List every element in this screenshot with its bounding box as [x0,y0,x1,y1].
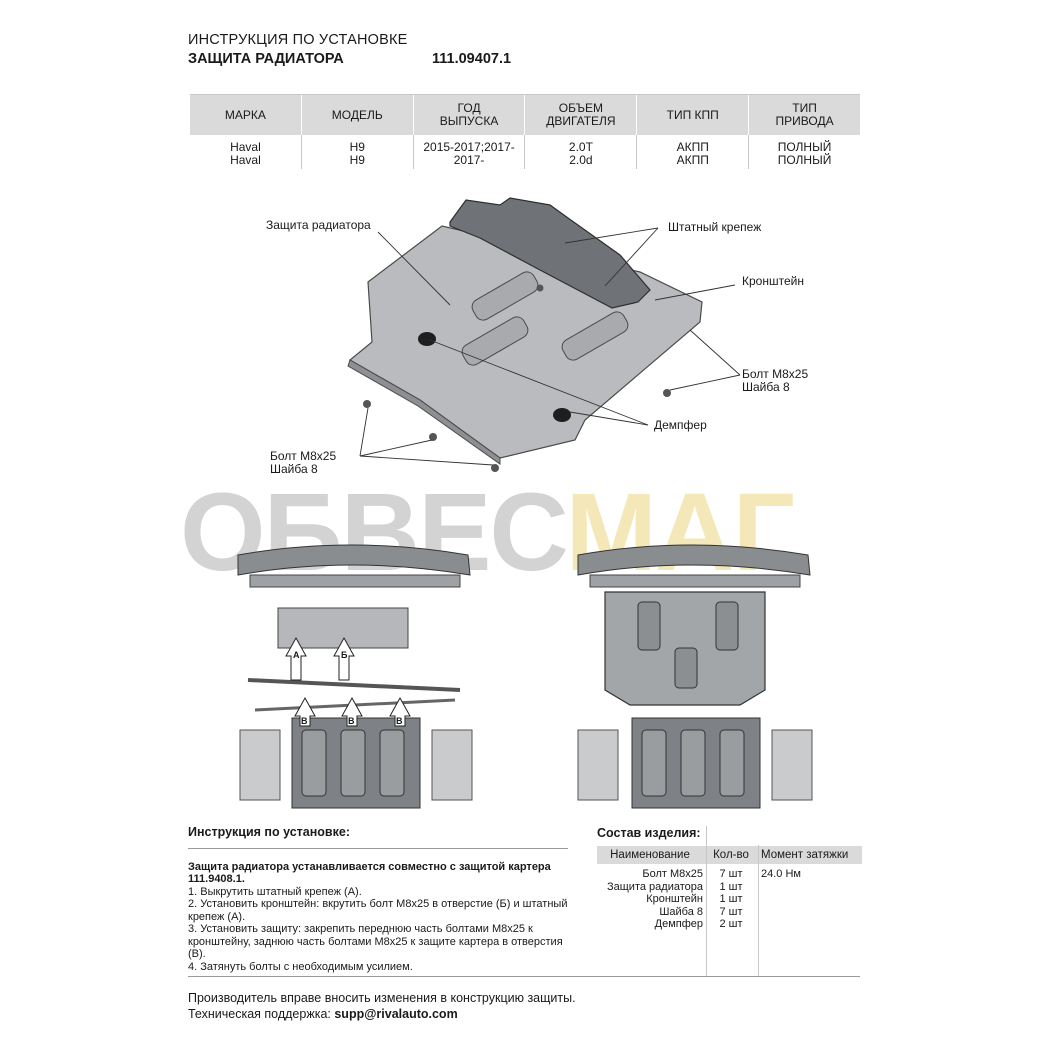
damper-1 [418,332,436,346]
spec-header-cell: ОБЪЕМ ДВИГАТЕЛЯ [525,95,638,135]
document-title: ИНСТРУКЦИЯ ПО УСТАНОВКЕ [188,32,408,48]
marker-b: Б [341,650,348,660]
table-cell: 2.0d [569,153,593,167]
spec-header-cell: ТИП КПП [637,95,750,135]
label-bolt-right: Болт М8х25 [742,367,809,381]
illustration-after [577,544,813,809]
spec-table-header: МАРКА МОДЕЛЬ ГОД ВЫПУСКА ОБЪЕМ ДВИГАТЕЛЯ… [190,94,860,135]
label-bolt-left: Болт М8х25 [270,449,337,463]
table-cell [755,893,862,906]
illustration-before [237,544,473,809]
installation-illustrations [237,544,813,809]
table-cell: 1 шт [719,893,743,905]
table-cell: H9 [349,153,365,167]
label-washer-right: Шайба 8 [742,380,790,394]
table-cell: 2.0T [568,140,593,154]
footer-divider [188,976,860,977]
instruction-step: 4. Затянуть болты с необходимым усилием. [188,960,413,973]
instruction-step: 1. Выкрутить штатный крепеж (А). [188,885,362,898]
table-cell: Болт М8х25 [642,868,703,880]
composition-body: Болт М8х25 7 шт 24.0 Нм Защита радиатора 1 … [597,864,862,931]
label-damper: Демпфер [654,418,707,432]
table-cell [755,918,862,931]
column-divider [758,845,759,976]
table-cell [755,881,862,894]
table-cell: H9 [349,140,365,154]
installation-instructions: Инструкция по установке: Защита радиатор… [188,826,568,973]
vehicle-spec-table: МАРКА МОДЕЛЬ ГОД ВЫПУСКА ОБЪЕМ ДВИГАТЕЛЯ… [190,94,860,169]
label-radiator-guard: Защита радиатора [266,218,371,232]
table-cell: Шайба 8 [659,905,703,918]
product-name: ЗАЩИТА РАДИАТОРА [188,51,344,67]
spec-header-cell: ТИП ПРИВОДА [775,101,834,128]
marker-v-1: В [301,716,308,726]
table-cell: Демпфер [654,918,703,930]
table-row: Защита радиатора 1 шт [597,881,862,894]
support-email-link[interactable]: supp@rivalauto.com [334,1007,458,1021]
watermark: ОБВЕСМАГ [180,478,795,588]
damper-2 [553,408,571,422]
table-cell: 2 шт [719,918,743,930]
table-cell: 7 шт [719,905,743,918]
support-label: Техническая поддержка: [188,1007,331,1021]
exploded-parts-diagram [347,197,741,472]
table-cell: 2017- [453,153,485,167]
spec-header-cell: МОДЕЛЬ [302,95,414,135]
marker-a: А [293,650,300,660]
composition-header: Наименование Кол-во Момент затяжки [597,846,862,864]
table-cell: ПОЛНЫЙ [777,153,832,167]
table-cell: АКПП [676,153,709,167]
spec-header-cell: ГОД ВЫПУСКА [414,95,526,135]
composition-heading: Состав изделия: [597,826,701,840]
leader-lines [359,227,741,466]
spec-header-cell: МАРКА [190,95,302,135]
column-header: Момент затяжки [761,849,849,861]
product-code: 111.09407.1 [432,51,512,67]
table-cell: Кронштейн [646,893,703,905]
instructions-intro: Защита радиатора устанавливается совмест… [188,860,551,886]
table-cell: ПОЛНЫЙ [777,140,832,154]
composition-table: Состав изделия: Наименование Кол-во Моме… [597,826,862,931]
marker-v-2: В [348,716,355,726]
column-divider [706,826,707,976]
bracket-part [449,197,651,309]
footer: Производитель вправе вносить изменения в… [188,990,576,1022]
footer-notice: Производитель вправе вносить изменения в… [188,991,576,1005]
table-row: Болт М8х25 7 шт 24.0 Нм [597,868,862,881]
spec-col-year: 2015-2017;2017-2017- [414,135,526,169]
table-cell: 7 шт [719,868,743,880]
table-cell [755,906,862,919]
table-row: Демпфер 2 шт [597,918,862,931]
bolt-icons [363,284,671,472]
table-row: Кронштейн 1 шт [597,893,862,906]
label-bracket: Кронштейн [742,274,804,288]
marker-v-3: В [396,716,403,726]
column-header: Кол-во [713,849,749,861]
table-cell: Haval [230,153,261,167]
divider [188,847,568,849]
instruction-step: 2. Установить кронштейн: вкрутить болт М… [188,898,568,923]
label-washer-left: Шайба 8 [270,462,318,476]
table-cell: 1 шт [719,880,743,893]
table-cell: АКПП [676,140,709,154]
table-cell: Haval [230,140,261,154]
table-cell: Защита радиатора [607,880,703,893]
table-row: Шайба 8 7 шт [597,906,862,919]
table-cell: 2015-2017;2017- [423,140,515,154]
instruction-step: 3. Установить защиту: закрепить переднюю… [188,923,563,960]
label-stock-fastener: Штатный крепеж [668,220,762,234]
support-line: Техническая поддержка: supp@rivalauto.co… [188,1006,576,1022]
instructions-heading: Инструкция по установке: [188,825,350,839]
column-header: Наименование [610,849,690,861]
table-cell: 24.0 Нм [761,868,801,880]
